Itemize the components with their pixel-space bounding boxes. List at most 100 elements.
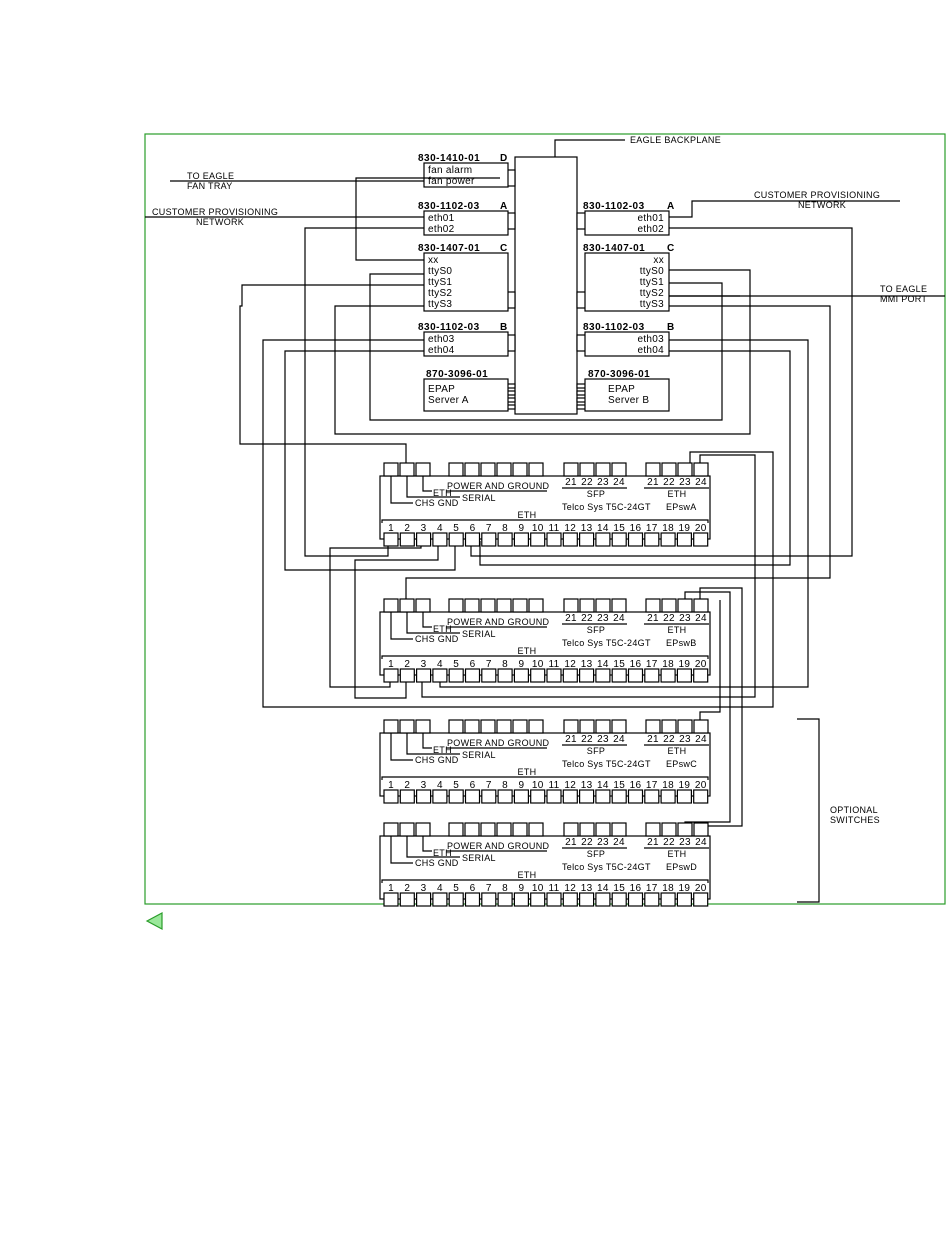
eth-upper-label: ETH (668, 489, 687, 499)
previous-page-arrow-icon[interactable] (145, 912, 163, 930)
power-port (528, 822, 544, 837)
eth-upper-port-number: 24 (695, 734, 707, 745)
power-port (528, 462, 544, 477)
eth-upper-port-number: 21 (647, 477, 659, 488)
sfp-port (595, 822, 611, 837)
eth-lower-port (627, 532, 644, 547)
serial-label: SERIAL (462, 493, 496, 503)
power-ground-label: POWER AND GROUND (447, 617, 550, 627)
eth-lower-port (676, 892, 693, 907)
right-eth04-label: eth04 (637, 345, 664, 356)
eth-lower-port-number: 8 (502, 883, 508, 894)
fan-alarm-label: fan alarm (428, 165, 472, 176)
eth-lower-port-number: 18 (662, 659, 674, 670)
eth-lower-port (481, 532, 497, 547)
power-port (464, 822, 480, 837)
eth-lower-port-number: 9 (518, 883, 524, 894)
eth-lower-port-number: 2 (404, 883, 410, 894)
fan-card: 830-1410-01 D fan alarm fan power (418, 153, 509, 188)
eth-lower-port-number: 16 (630, 883, 642, 894)
eth-upper-port (693, 598, 709, 613)
eth-lower-port (481, 668, 497, 683)
mmi-port-label: MMI PORT (880, 294, 927, 304)
eth-lower-port-number: 1 (388, 780, 394, 791)
eth-lower-port (530, 892, 546, 907)
to-eagle-mmi-label: TO EAGLE (880, 284, 927, 294)
eth-lower-port-number: 7 (486, 523, 492, 534)
right-eth01-label: eth01 (637, 213, 664, 224)
power-ground-label: POWER AND GROUND (447, 481, 550, 491)
eth-lower-port-number: 16 (630, 523, 642, 534)
eth-lower-port (513, 789, 530, 804)
right-card-c: 830-1407-01 C xx ttyS0 ttyS1 ttyS2 ttyS3 (583, 243, 674, 312)
network-left-label: NETWORK (196, 217, 244, 227)
eth-lower-port-number: 17 (646, 659, 658, 670)
eth-lower-port (399, 892, 415, 907)
eth-upper-port (661, 462, 677, 477)
eth-lower-port (693, 789, 709, 804)
serial-label: SERIAL (462, 750, 496, 760)
serial-port (399, 462, 415, 477)
eth-lower-port (513, 532, 530, 547)
sfp-port (611, 598, 627, 613)
right-eth02-label: eth02 (637, 224, 664, 235)
eth-lower-port (497, 532, 513, 547)
eth-upper-port-number: 22 (663, 613, 675, 624)
sfp-port (579, 719, 595, 734)
eth-upper-port-number: 24 (695, 613, 707, 624)
eth-lower-port-number: 20 (695, 780, 707, 791)
power-port (496, 598, 512, 613)
eth-lower-port (627, 668, 644, 683)
switches-label: SWITCHES (830, 815, 880, 825)
eth-mgmt-port (415, 719, 431, 734)
power-port (448, 462, 464, 477)
eth-lower-port (530, 789, 546, 804)
left-card-b-letter: B (500, 322, 508, 333)
eth-lower-port (676, 789, 693, 804)
right-card-c-part: 830-1407-01 (583, 243, 645, 254)
eth-lower-port-number: 11 (549, 780, 560, 791)
eth-lower-port (676, 532, 693, 547)
eth-lower-port (497, 892, 513, 907)
eth-lower-port-number: 14 (597, 523, 609, 534)
server-a-line2: Server A (428, 395, 469, 406)
serial-label: SERIAL (462, 629, 496, 639)
eth-lower-port (595, 789, 611, 804)
eth-lower-port (481, 892, 497, 907)
eth-lower-port-number: 6 (470, 659, 476, 670)
power-port (512, 598, 528, 613)
eth-upper-label: ETH (668, 746, 687, 756)
eth-lower-port-number: 9 (518, 659, 524, 670)
power-port (448, 822, 464, 837)
sfp-port-number: 21 (565, 837, 577, 848)
sfp-label: SFP (587, 849, 605, 859)
eth-lower-label: ETH (518, 767, 537, 777)
eth-lower-port (464, 668, 481, 683)
power-port (496, 719, 512, 734)
chs-gnd-label: CHS GND (415, 634, 459, 644)
eth-lower-port-number: 19 (679, 659, 691, 670)
eth-lower-port-number: 9 (518, 780, 524, 791)
eth-lower-port (676, 668, 693, 683)
eth-upper-port (645, 462, 661, 477)
eth-lower-port-number: 15 (613, 523, 625, 534)
eth-upper-port (677, 822, 693, 837)
eth-lower-port (399, 789, 415, 804)
switch-model-label: Telco Sys T5C-24GT (562, 759, 651, 769)
power-port (448, 719, 464, 734)
serial-port (399, 598, 415, 613)
sfp-port-number: 23 (597, 477, 609, 488)
left-eth03-label: eth03 (428, 334, 455, 345)
eth-upper-port-number: 22 (663, 477, 675, 488)
sfp-port-number: 23 (597, 837, 609, 848)
eth-lower-port (497, 668, 513, 683)
eth-lower-port (481, 789, 497, 804)
eth-lower-port-number: 1 (388, 883, 394, 894)
eth-lower-port (383, 668, 399, 683)
eth-lower-port (611, 668, 627, 683)
eth-lower-port-number: 12 (564, 780, 576, 791)
right-card-a: 830-1102-03 A eth01 eth02 (583, 201, 674, 236)
eth-lower-port (595, 892, 611, 907)
power-port (528, 719, 544, 734)
